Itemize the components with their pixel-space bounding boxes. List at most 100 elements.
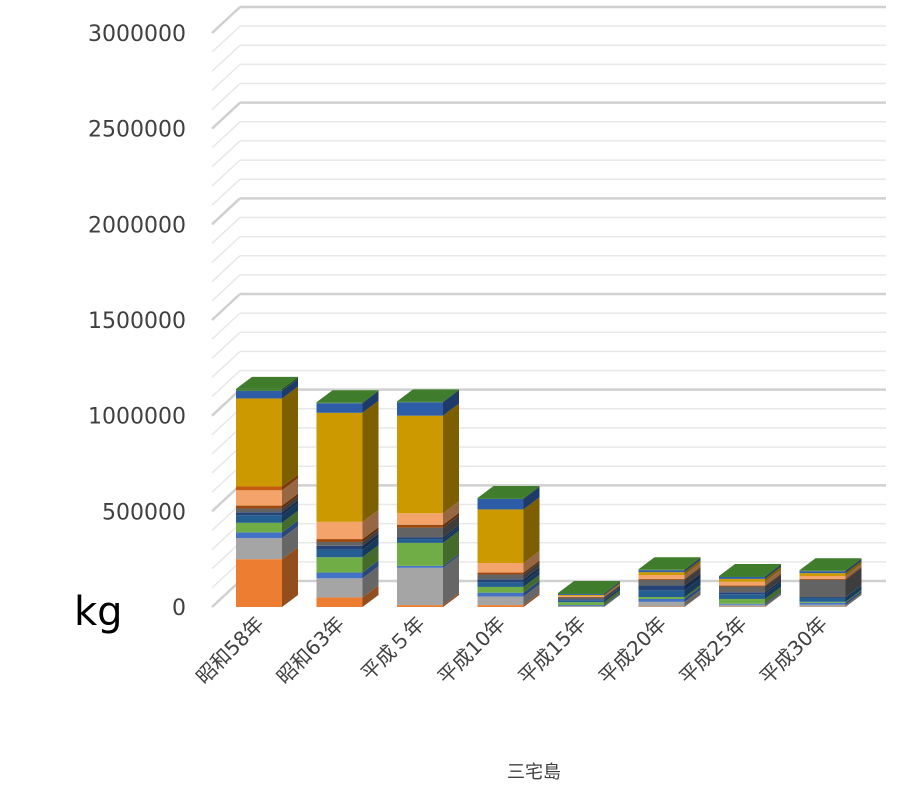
bar-segment-side [684, 557, 701, 571]
gridline-side [211, 388, 241, 417]
bar-segment [397, 415, 443, 514]
bar-segment [397, 565, 443, 568]
bar-segment [236, 515, 282, 523]
bar-segment-side [282, 547, 298, 607]
bar-segment [799, 576, 846, 579]
bar-segment [397, 539, 443, 543]
bar-segment [558, 606, 604, 607]
bar-segment-side [362, 390, 379, 404]
bar-segment [236, 398, 282, 487]
bar-segment [316, 549, 363, 558]
bars [236, 376, 862, 607]
bar-segment [558, 605, 604, 607]
bar-segment [477, 579, 524, 583]
bar-segment-side [443, 530, 459, 566]
x-tick-label: 平成30年 [755, 612, 832, 689]
y-tick-label: 2500000 [88, 118, 186, 143]
gridline-side [211, 369, 241, 398]
bar-segment [397, 402, 443, 416]
bar-segment-side [845, 566, 862, 580]
bar-segment-side [765, 591, 781, 605]
bar-segment [719, 586, 765, 593]
bar-segment-side [604, 581, 620, 595]
x-tick-label: 平成25年 [674, 612, 751, 689]
bar-segment-side [282, 478, 298, 506]
gridlines [211, 5, 886, 608]
bar-segment [638, 572, 685, 576]
bar-segment [638, 575, 685, 579]
bar-segment-side [523, 580, 540, 597]
x-tick-label: 平成20年 [594, 612, 671, 689]
bar-segment-side [523, 485, 540, 499]
bar-segment-side [443, 390, 459, 416]
bar-segment-side [845, 567, 862, 598]
bar-segment-side [443, 403, 459, 514]
gridline-side [211, 465, 241, 493]
bar-segment-side [282, 500, 298, 516]
bar-segment-side [765, 582, 781, 599]
bar-segment-side [362, 566, 379, 598]
bar-segment-side [765, 569, 781, 586]
bar-top [236, 376, 298, 389]
bar-segment [719, 578, 765, 582]
gridline-side [211, 427, 241, 455]
gridline-side [211, 140, 241, 168]
gridline-side [211, 331, 241, 359]
gridline-side [211, 561, 241, 589]
bar-segment-side [282, 510, 298, 533]
bar-segment [799, 573, 846, 577]
bar-segment-side [684, 594, 701, 607]
bar-top [558, 581, 620, 594]
gridline-side [211, 350, 241, 378]
bar-segment-side [604, 585, 620, 600]
bar-segment-side [845, 564, 862, 579]
bar-segment [236, 388, 282, 391]
bar-segment [316, 541, 363, 546]
y-tick-label: 1000000 [88, 405, 186, 430]
x-tick-label: 昭和63年 [272, 612, 349, 689]
y-tick-label: 2000000 [88, 213, 186, 238]
bar-segment-side [362, 537, 379, 558]
bar-segment-side [282, 493, 298, 509]
bar-segment [236, 505, 282, 509]
gridline-side [211, 44, 241, 72]
bar-segment [236, 508, 282, 513]
bar-segment [638, 578, 685, 580]
bar-segment-side [765, 580, 781, 595]
bar-segment [316, 545, 363, 550]
gridline-side [211, 121, 241, 149]
bar-segment-side [604, 581, 620, 594]
bar-segment [236, 538, 282, 560]
bar-top [397, 389, 459, 402]
bar-segment [558, 593, 604, 595]
bar-segment-side [523, 560, 540, 575]
x-axis: 昭和58年昭和63年平成５年平成10年平成15年平成20年平成25年平成30年 [191, 612, 832, 689]
bar-segment-side [845, 558, 862, 572]
bar-segment [719, 585, 765, 587]
gridline-side [211, 312, 241, 340]
bar-segment [799, 570, 846, 572]
x-tick-label: 昭和58年 [191, 612, 268, 689]
bar-segment [316, 412, 363, 522]
bar-segment [316, 521, 363, 540]
bar-segment-side [523, 550, 540, 573]
bar-segment [799, 571, 846, 574]
bar-segment [316, 402, 363, 404]
bar-segment-side [362, 585, 379, 607]
bar-segment [558, 597, 604, 600]
x-tick-label: 平成５年 [356, 612, 430, 686]
bar-segment-side [845, 589, 862, 603]
bar-segment-side [604, 583, 620, 597]
x-axis-title: 三宅島 [507, 762, 561, 783]
gridline-side [211, 293, 241, 321]
bar-segment-side [443, 593, 459, 607]
bar-stack [799, 558, 862, 607]
bar-segment [477, 562, 524, 573]
bar-segment [316, 572, 363, 579]
bar-segment [719, 594, 765, 599]
bar-segment-side [362, 533, 379, 550]
bar-segment-side [523, 593, 540, 607]
bar-segment-side [684, 589, 701, 607]
bar-segment-side [845, 561, 862, 577]
bar-segment-side [604, 588, 620, 603]
